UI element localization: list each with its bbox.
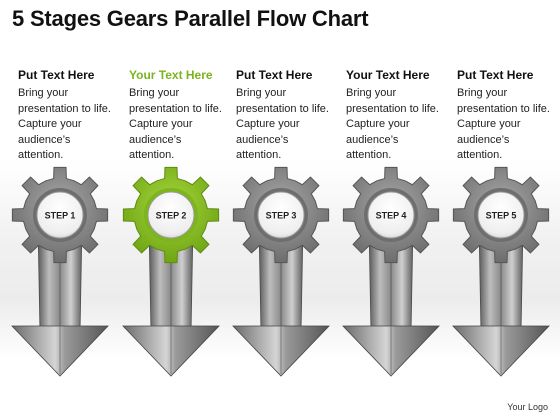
stage-4-body: Bring your presentation to life. Capture… — [346, 87, 439, 161]
page-title: 5 Stages Gears Parallel Flow Chart — [12, 6, 369, 31]
stage-2-heading: Your Text Here — [129, 68, 213, 82]
stage-4-heading: Your Text Here — [346, 68, 430, 82]
stage-5-text: Put Text Here Bring your presentation to… — [457, 68, 560, 164]
stage-1-gear-hub — [36, 191, 84, 239]
stage-3-text: Put Text Here Bring your presentation to… — [236, 68, 341, 164]
stage-3-group: STEP 3 — [232, 166, 330, 377]
stage-5-label: STEP 5 — [486, 211, 517, 221]
gear-arrow-diagram: STEP 1 STEP 2 STEP 3 STEP 4 STEP 5 — [11, 166, 550, 377]
stage-2-gear-hub — [147, 191, 195, 239]
stage-5-group: STEP 5 — [452, 166, 550, 377]
stage-2-body: Bring your presentation to life. Capture… — [129, 87, 222, 161]
stage-2-group: STEP 2 — [122, 166, 220, 377]
stage-3-heading: Put Text Here — [236, 68, 313, 82]
stage-2-text: Your Text Here Bring your presentation t… — [129, 68, 234, 164]
stage-1-group: STEP 1 — [11, 166, 109, 377]
stage-4-gear-hub — [367, 191, 415, 239]
stage-1-label: STEP 1 — [45, 211, 76, 221]
stage-3-gear-hub — [257, 191, 305, 239]
logo-text: Your Logo — [507, 402, 548, 412]
stage-5-heading: Put Text Here — [457, 68, 534, 82]
stage-1-heading: Put Text Here — [18, 68, 95, 82]
stage-4-text: Your Text Here Bring your presentation t… — [346, 68, 451, 164]
stage-3-label: STEP 3 — [266, 211, 297, 221]
stage-1-text: Put Text Here Bring your presentation to… — [18, 68, 123, 164]
stage-5-body: Bring your presentation to life. Capture… — [457, 87, 550, 161]
stage-5-gear-hub — [477, 191, 525, 239]
stage-2-label: STEP 2 — [156, 211, 187, 221]
stage-4-group: STEP 4 — [342, 166, 440, 377]
stage-4-label: STEP 4 — [376, 211, 407, 221]
stage-3-body: Bring your presentation to life. Capture… — [236, 87, 329, 161]
stage-1-body: Bring your presentation to life. Capture… — [18, 87, 111, 161]
